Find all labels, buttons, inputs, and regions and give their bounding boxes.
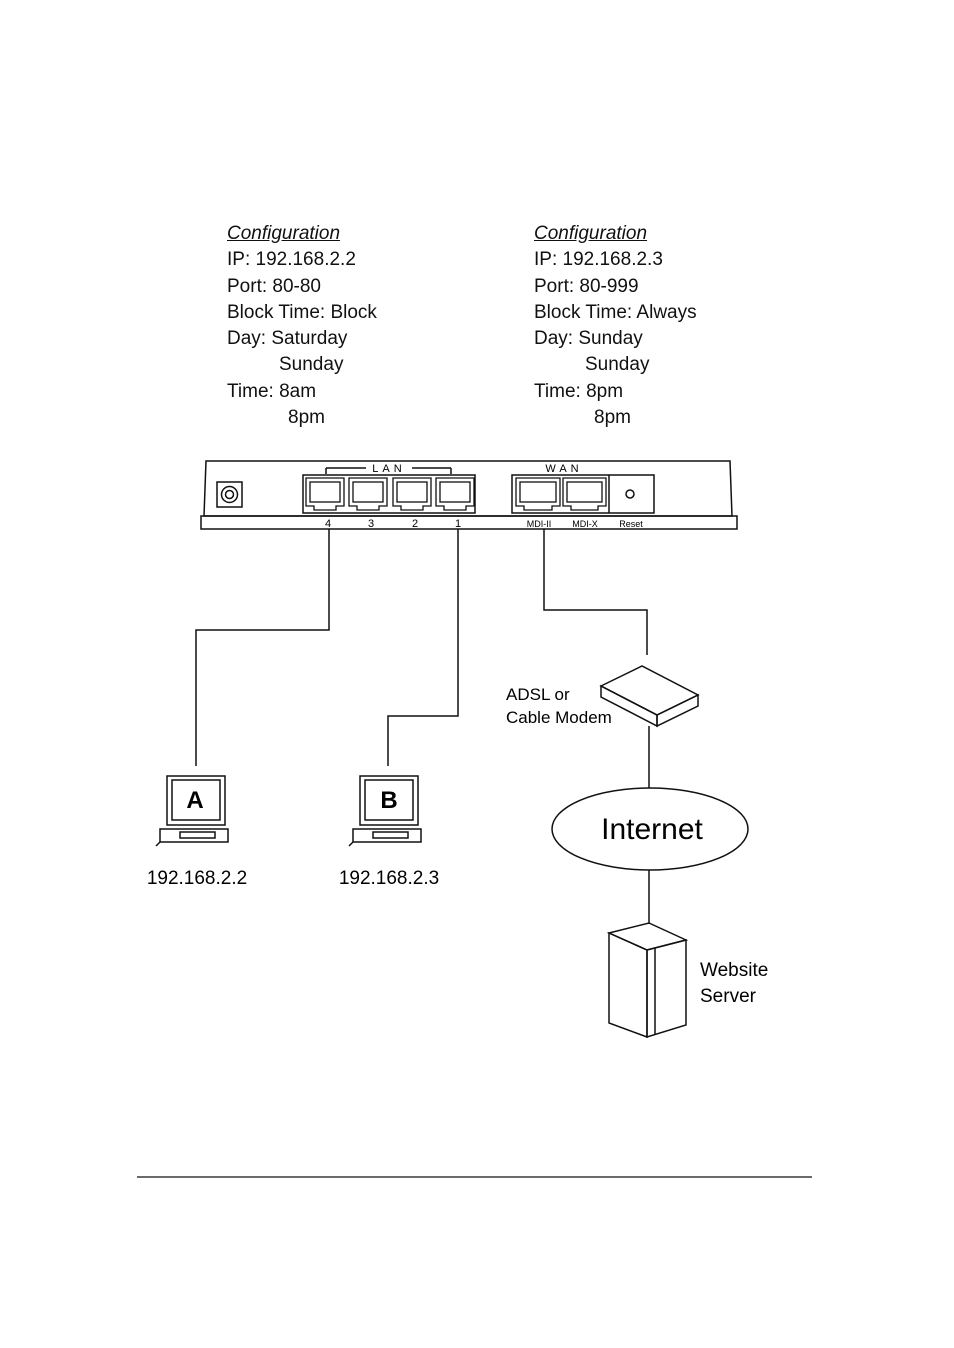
wan-label: WAN xyxy=(545,463,582,475)
lan-ports xyxy=(305,477,475,511)
cable-lan1-to-pc-b xyxy=(387,529,459,766)
cable-lan4-to-pc-a xyxy=(195,529,330,766)
config-a-port: Port: 80-80 xyxy=(227,275,321,297)
server-label-2: Server xyxy=(700,986,757,1007)
wan-ports xyxy=(515,477,607,511)
wan-port-mdi-x xyxy=(562,477,607,511)
modem-icon xyxy=(599,665,700,728)
pc-b-computer-icon xyxy=(348,775,422,847)
server-label-1: Website xyxy=(700,960,768,981)
router-body xyxy=(203,460,733,517)
power-jack-ring xyxy=(220,485,239,504)
config-b-time-2: 8pm xyxy=(594,407,631,429)
internet-ellipse xyxy=(551,787,749,871)
config-a-ip: IP: 192.168.2.2 xyxy=(227,249,356,271)
lan-port-label-3: 3 xyxy=(368,518,374,530)
reset-button xyxy=(625,489,635,499)
config-b-day-2: Sunday xyxy=(585,354,650,376)
config-b-heading: Configuration xyxy=(534,223,648,244)
config-block-a: Configuration IP: 192.168.2.2 Port: 80-8… xyxy=(227,221,377,431)
config-b-port: Port: 80-999 xyxy=(534,275,639,297)
lan-port-label-4: 4 xyxy=(325,518,331,530)
pc-a-computer-icon xyxy=(155,775,229,847)
config-a-heading: Configuration xyxy=(227,223,341,244)
internet-label: Internet xyxy=(601,813,703,846)
config-b-day: Day: Sunday xyxy=(534,328,643,350)
power-jack xyxy=(216,481,243,508)
config-a-day-2: Sunday xyxy=(279,354,344,376)
modem-label-1: ADSL or xyxy=(506,685,570,704)
server-icon xyxy=(606,922,689,1039)
lan-port-group xyxy=(302,474,476,514)
router-base xyxy=(200,515,738,530)
wan-port-mdi-ii xyxy=(515,477,561,511)
config-block-b: Configuration IP: 192.168.2.3 Port: 80-9… xyxy=(534,221,697,431)
lan-port-label-2: 2 xyxy=(412,518,418,530)
wan-port-group xyxy=(511,474,655,514)
modem-label-2: Cable Modem xyxy=(506,708,612,727)
config-a-time: Time: 8am xyxy=(227,380,317,402)
pc-b-letter: B xyxy=(380,787,397,814)
config-b-block-time: Block Time: Always xyxy=(534,301,697,323)
pc-a-ip: 192.168.2.2 xyxy=(147,868,247,889)
lan-port-2 xyxy=(392,477,432,511)
lan-port-label-1: 1 xyxy=(455,518,461,530)
cables xyxy=(195,529,650,924)
config-b-time: Time: 8pm xyxy=(534,380,624,402)
lan-port-4 xyxy=(305,477,345,511)
reset-label: Reset xyxy=(619,519,643,529)
router xyxy=(200,460,738,530)
cable-wan-to-modem xyxy=(543,529,648,655)
config-a-block-time: Block Time: Block xyxy=(227,301,377,323)
power-jack-core xyxy=(224,489,235,500)
lan-label: LAN xyxy=(372,463,405,475)
wan-port-label-mdi-x: MDI-X xyxy=(572,519,598,529)
pc-b-ip: 192.168.2.3 xyxy=(339,868,439,889)
config-a-time-2: 8pm xyxy=(288,407,325,429)
config-a-day: Day: Saturday xyxy=(227,328,348,350)
lan-port-3 xyxy=(348,477,388,511)
config-b-ip: IP: 192.168.2.3 xyxy=(534,249,663,271)
lan-port-1 xyxy=(435,477,475,511)
pc-a-letter: A xyxy=(186,787,203,814)
wan-port-label-mdi-ii: MDI-II xyxy=(527,519,552,529)
